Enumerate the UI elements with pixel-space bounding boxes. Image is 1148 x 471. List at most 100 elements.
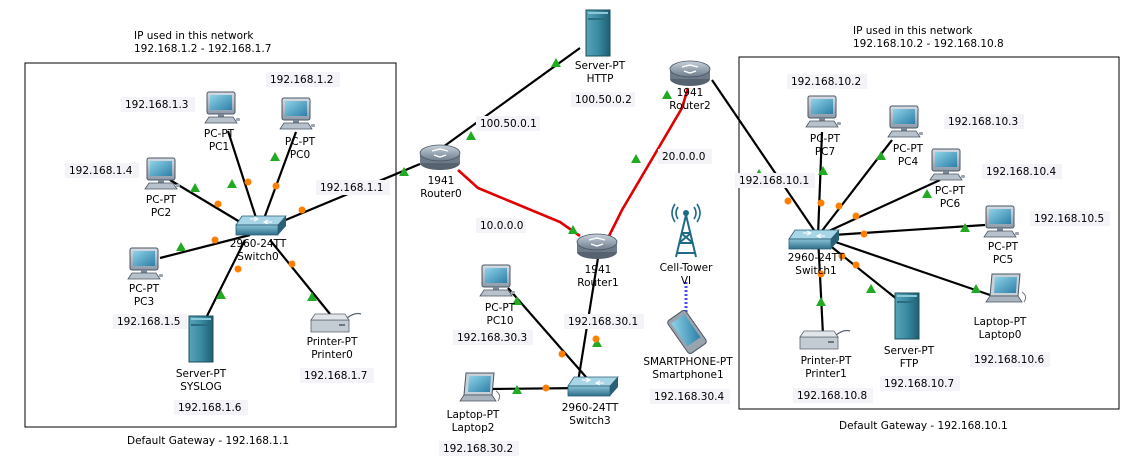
pc1-device[interactable] — [204, 91, 241, 124]
link-router0-http — [442, 47, 581, 148]
ftp-name-label: FTP — [900, 358, 919, 370]
pc7-ip-label: 192.168.10.2 — [791, 76, 861, 88]
pc2-device[interactable] — [144, 157, 181, 190]
pc7-device[interactable] — [805, 95, 842, 128]
pc10-type-label: PC-PT — [485, 302, 516, 314]
switch3-device[interactable] — [567, 376, 619, 397]
right-footer: Default Gateway - 192.168.10.1 — [839, 420, 1008, 432]
link-switch0-pc3 — [159, 233, 251, 260]
smartphone1-device[interactable] — [666, 308, 708, 356]
pc0-device[interactable] — [279, 97, 316, 130]
left-footer: Default Gateway - 192.168.1.1 — [127, 435, 289, 447]
http-type-label: Server-PT — [575, 60, 626, 72]
pc6-device[interactable] — [929, 148, 966, 181]
pc1-type-label: PC-PT — [204, 128, 235, 140]
ip-labels: 192.168.1.3 192.168.1.2 192.168.1.4 192.… — [65, 72, 1110, 456]
router0-device[interactable] — [419, 144, 461, 171]
printer1-ip-label: 192.168.10.8 — [797, 390, 867, 402]
right-header-line1: IP used in this network — [853, 25, 973, 37]
http-ip-label: 100.50.0.2 — [575, 94, 632, 106]
pc10-name-label: PC10 — [486, 315, 513, 327]
laptop2-name-label: Laptop2 — [452, 422, 495, 434]
syslog-name-label: SYSLOG — [180, 381, 222, 393]
router2-device[interactable] — [669, 60, 711, 87]
link-switch0-pc2 — [169, 179, 251, 229]
switch3-name-label: Switch3 — [569, 415, 610, 427]
pc3-type-label: PC-PT — [129, 283, 160, 295]
pc6-name-label: PC6 — [940, 198, 961, 210]
pc5-name-label: PC5 — [993, 254, 1013, 266]
r0-r1-network-label: 10.0.0.0 — [480, 220, 523, 232]
router2-type-label: 1941 — [677, 87, 704, 99]
link-router2-switch1 — [711, 79, 819, 237]
left-header-line2: 192.168.1.2 - 192.168.1.7 — [134, 43, 271, 55]
link-switch1-printer1 — [816, 235, 825, 336]
printer1-type-label: Printer-PT — [801, 355, 852, 367]
pc4-ip-label: 192.168.10.3 — [948, 116, 1018, 128]
pc0-ip-label: 192.168.1.2 — [270, 74, 333, 86]
serial-links — [457, 87, 690, 239]
router1-name-label: Router1 — [577, 277, 618, 289]
pc6-ip-label: 192.168.10.4 — [986, 166, 1056, 178]
pc2-name-label: PC2 — [151, 207, 171, 219]
link-router0-router1 — [457, 169, 581, 238]
http-link-label: 100.50.0.1 — [480, 118, 537, 130]
http-device[interactable] — [585, 9, 611, 57]
printer0-ip-label: 192.168.1.7 — [304, 370, 367, 382]
router0-type-label: 1941 — [428, 175, 455, 187]
ftp-type-label: Server-PT — [884, 345, 935, 357]
switch0-device[interactable] — [235, 215, 287, 236]
pc4-name-label: PC4 — [898, 156, 919, 168]
link-router1-router2 — [606, 87, 690, 239]
laptop2-device[interactable] — [459, 372, 501, 402]
pc1-ip-label: 192.168.1.3 — [125, 99, 188, 111]
pc4-device[interactable] — [887, 105, 924, 138]
link-switch1-laptop0 — [817, 234, 991, 297]
router0-ip-label: 192.168.1.1 — [320, 182, 383, 194]
ftp-device[interactable] — [894, 292, 920, 340]
celltower-device[interactable] — [671, 203, 701, 258]
ftp-ip-label: 192.168.10.7 — [884, 378, 954, 390]
pc3-device[interactable] — [127, 247, 164, 280]
pc6-type-label: PC-PT — [935, 185, 966, 197]
syslog-device[interactable] — [188, 315, 214, 363]
link-switch1-pc7 — [816, 131, 824, 237]
left-lan-box — [24, 62, 397, 428]
link-switch0-printer0 — [269, 239, 331, 315]
laptop0-type-label: Laptop-PT — [974, 316, 1027, 328]
right-lan-box — [738, 56, 1120, 410]
printer0-device[interactable] — [310, 312, 362, 333]
syslog-type-label: Server-PT — [176, 368, 227, 380]
syslog-ip-label: 192.168.1.6 — [178, 402, 242, 414]
pc2-ip-label: 192.168.1.4 — [69, 165, 133, 177]
http-name-label: HTTP — [587, 73, 614, 85]
pc7-type-label: PC-PT — [810, 133, 841, 145]
laptop0-ip-label: 192.168.10.6 — [974, 354, 1044, 366]
switch1-type-label: 2960-24TT — [788, 252, 845, 264]
laptop2-ip-label: 192.168.30.2 — [443, 443, 513, 455]
laptop0-device[interactable] — [985, 273, 1027, 303]
link-switch1-pc6 — [817, 179, 941, 237]
pc5-type-label: PC-PT — [988, 241, 1019, 253]
pc5-device[interactable] — [983, 205, 1020, 238]
router1-type-label: 1941 — [585, 264, 612, 276]
port-up-indicators — [176, 58, 981, 394]
right-header-line2: 192.168.10.2 - 192.168.10.8 — [853, 38, 1004, 50]
printer1-device[interactable] — [799, 329, 851, 350]
smartphone1-name-label: Smartphone1 — [652, 369, 723, 381]
router1-device[interactable] — [576, 233, 618, 260]
printer0-name-label: Printer0 — [311, 349, 353, 361]
smartphone1-type-label: SMARTPHONE-PT — [643, 356, 733, 368]
pc0-type-label: PC-PT — [285, 136, 316, 148]
pc7-name-label: PC7 — [815, 146, 835, 158]
printer0-type-label: Printer-PT — [307, 336, 358, 348]
port-amber-indicators — [211, 178, 868, 392]
left-header-line1: IP used in this network — [134, 30, 254, 42]
laptop2-type-label: Laptop-PT — [447, 409, 500, 421]
pc1-name-label: PC1 — [209, 141, 229, 153]
link-pc10-switch3 — [507, 287, 594, 386]
link-switch0-pc0 — [260, 131, 298, 225]
switch1-device[interactable] — [788, 229, 840, 250]
